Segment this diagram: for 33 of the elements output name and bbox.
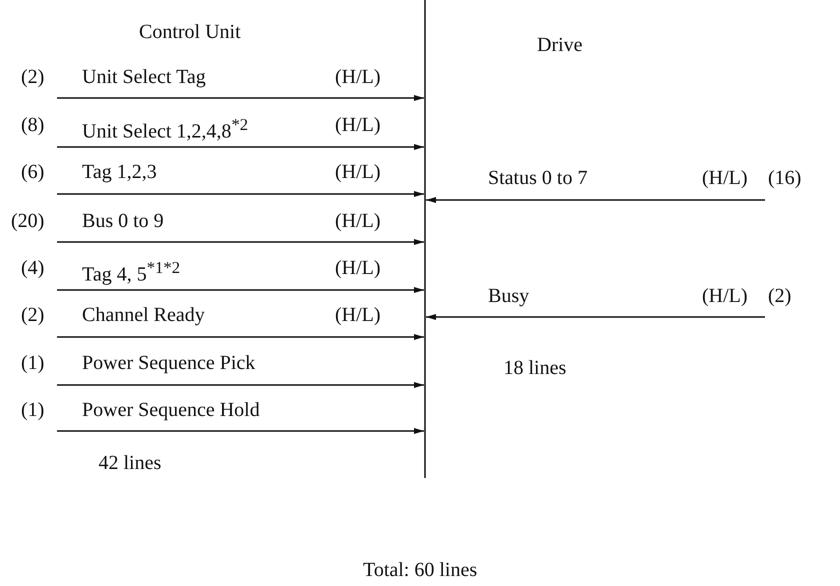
unit-heading: Drive	[537, 34, 583, 56]
signal-name: Status 0 to 7	[488, 167, 588, 189]
line-count: (2)	[768, 285, 792, 307]
level-label: (H/L)	[335, 304, 381, 326]
line-total: 42 lines	[98, 452, 162, 474]
signal-name: Busy	[488, 285, 530, 307]
line-count: (2)	[21, 66, 44, 88]
level-label: (H/L)	[335, 66, 381, 88]
level-label: (H/L)	[702, 167, 748, 189]
line-count: (4)	[21, 257, 44, 279]
line-count: (6)	[21, 161, 44, 183]
line-count: (16)	[768, 167, 802, 189]
line-count: (1)	[21, 352, 44, 374]
line-total: 18 lines	[504, 357, 566, 379]
signal-name: Unit Select 1,2,4,8$^{*2}$	[82, 114, 248, 143]
signal-name: Power Sequence Hold	[82, 399, 260, 421]
unit-heading: Control Unit	[139, 21, 241, 43]
signal-name: Tag 1,2,3	[82, 161, 157, 183]
level-label: (H/L)	[335, 210, 381, 232]
signal-name: Power Sequence Pick	[82, 352, 256, 374]
line-total: Total: 60 lines	[363, 559, 478, 581]
signal-name: Bus 0 to 9	[82, 210, 164, 232]
signal-name: Tag 4, 5$^{*1*2}$	[82, 257, 180, 286]
signal-name: Unit Select Tag	[82, 66, 206, 88]
level-label: (H/L)	[335, 114, 381, 136]
line-count: (8)	[21, 114, 44, 136]
level-label: (H/L)	[335, 161, 381, 183]
level-label: (H/L)	[335, 257, 381, 279]
level-label: (H/L)	[702, 285, 748, 307]
line-count: (1)	[21, 399, 44, 421]
signal-name: Channel Ready	[82, 304, 205, 326]
line-count: (2)	[21, 304, 44, 326]
line-count: (20)	[11, 210, 44, 232]
